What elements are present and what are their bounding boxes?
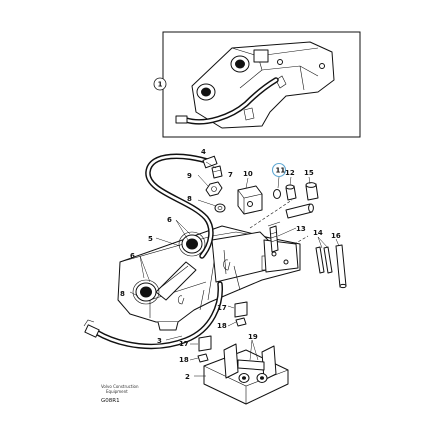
callout-16: 16 bbox=[331, 232, 341, 240]
main-bracket bbox=[117, 199, 309, 331]
callout-17-upper: 17 bbox=[217, 304, 227, 312]
callout-bubble-1 bbox=[153, 77, 167, 91]
callout-8-upper: 8 bbox=[187, 195, 192, 203]
callout-2: 2 bbox=[185, 373, 190, 381]
callout-11-highlight bbox=[271, 162, 287, 178]
callout-4: 4 bbox=[201, 148, 206, 156]
hoses bbox=[83, 153, 223, 350]
callout-6-upper: 6 bbox=[167, 216, 172, 224]
callout-13: 13 bbox=[296, 225, 306, 233]
callout-18-lower: 18 bbox=[179, 356, 189, 364]
footer-line1: Volvo Construction bbox=[101, 384, 139, 389]
footer-line2: Equipment bbox=[106, 389, 128, 394]
right-cluster bbox=[237, 162, 347, 289]
callout-6-lower: 6 bbox=[130, 252, 135, 260]
springs bbox=[189, 301, 248, 363]
footer: Volvo Construction Equipment G08R1 bbox=[101, 384, 139, 404]
callout-12: 12 bbox=[285, 169, 295, 177]
callout-3: 3 bbox=[157, 337, 162, 345]
fittings bbox=[197, 161, 226, 213]
callout-10: 10 bbox=[243, 170, 253, 178]
callout-8-lower: 8 bbox=[120, 290, 125, 298]
callout-labels: 4 9 8 6 5 6 8 3 7 10 11 12 15 13 14 16 1… bbox=[120, 148, 341, 381]
callout-18-upper: 18 bbox=[217, 322, 227, 330]
callout-9: 9 bbox=[187, 172, 192, 180]
bracket-leaders bbox=[129, 219, 191, 341]
figure-code: G08R1 bbox=[101, 398, 120, 404]
callout-17-lower: 17 bbox=[179, 340, 189, 348]
callout-14: 14 bbox=[313, 229, 323, 237]
callout-5: 5 bbox=[148, 235, 153, 243]
assembly-inset: 1 bbox=[153, 31, 361, 138]
callout-15: 15 bbox=[304, 169, 314, 177]
callout-1: 1 bbox=[158, 81, 163, 89]
latch-assembly bbox=[194, 339, 289, 405]
callout-11: 11 bbox=[276, 167, 286, 175]
callout-19: 19 bbox=[248, 333, 258, 341]
callout-7: 7 bbox=[228, 171, 233, 179]
